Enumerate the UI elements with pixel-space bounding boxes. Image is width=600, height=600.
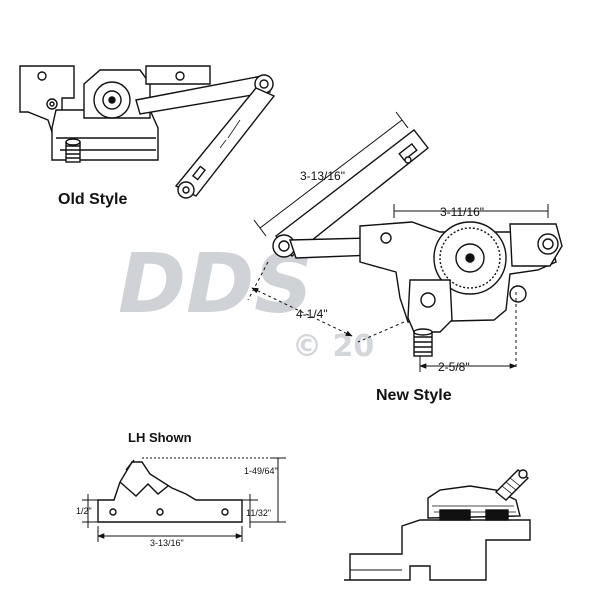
old-style-label: Old Style <box>58 191 127 208</box>
dim-arm-length-label: 3-13/16" <box>300 169 345 183</box>
dim-arm-offset-line <box>251 287 353 337</box>
mount-plate-outline <box>97 461 243 523</box>
dim-plate-height-label: 1-49/64" <box>244 466 278 476</box>
new-style-dimensions <box>247 111 549 372</box>
dim-plate-right-label: 11/32" <box>246 508 271 518</box>
dim-arm-offset-label: 4-1/4" <box>296 307 328 321</box>
mount-hole <box>109 508 117 516</box>
mount-hole <box>221 508 229 516</box>
side-view-operator <box>344 469 531 581</box>
watermark-copyright: © 20 <box>292 329 374 364</box>
lh-shown-label: LH Shown <box>128 430 192 445</box>
dim-gear-span-label: 3-11/16" <box>440 205 484 219</box>
new-style-operator <box>272 129 563 357</box>
old-style-operator <box>19 65 276 199</box>
dim-arm-length-line <box>259 119 403 229</box>
lh-dimensions <box>82 457 286 542</box>
new-style-label: New Style <box>376 387 452 404</box>
dim-plate-left-label: 1/2" <box>76 506 92 516</box>
side-view-base <box>344 519 531 581</box>
lh-mount-plate <box>97 459 243 523</box>
screw-hole <box>175 71 185 81</box>
dim-plate-length-label: 3-13/16" <box>150 538 184 548</box>
screw-hole-inner <box>49 101 55 107</box>
dim-base-width-label: 2-5/8" <box>438 360 470 374</box>
old-arm-link <box>135 75 272 115</box>
mount-hole <box>156 508 164 516</box>
screw-hole <box>37 71 47 81</box>
